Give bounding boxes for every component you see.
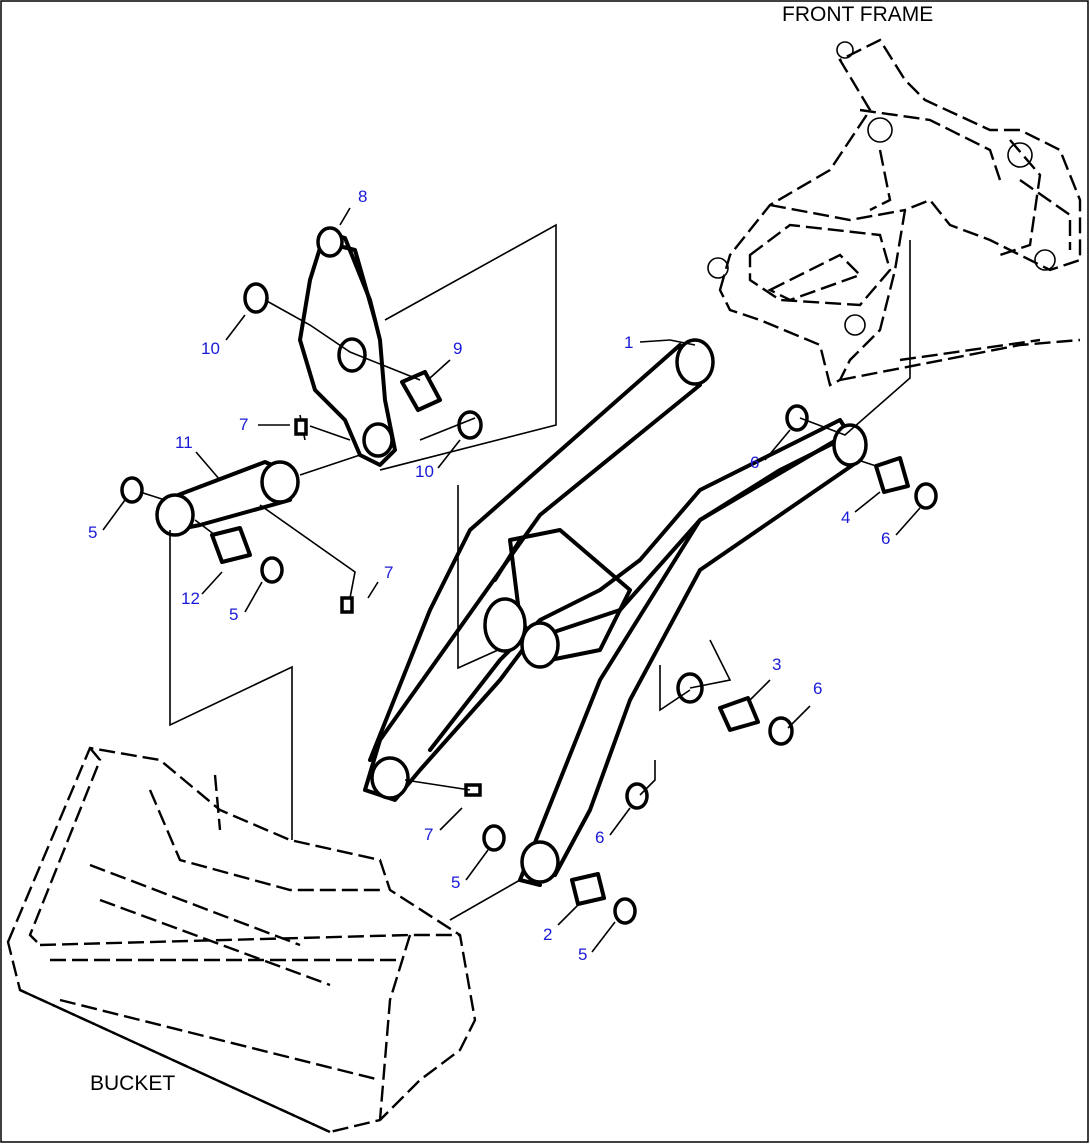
bell-crank-part-8 — [298, 226, 397, 467]
callout-5a: 5 — [88, 523, 97, 542]
callout-1: 1 — [624, 333, 633, 352]
callout-11: 11 — [175, 433, 193, 452]
callout-6b: 6 — [881, 529, 890, 548]
callout-12: 12 — [181, 589, 200, 608]
callout-6a: 6 — [750, 453, 759, 472]
callout-2: 2 — [543, 925, 552, 944]
callout-10b: 10 — [415, 462, 434, 481]
bucket-link-part-11 — [155, 460, 300, 537]
callout-leaders — [102, 207, 921, 953]
lift-arm-boom — [363, 338, 868, 887]
alignment-lines — [139, 223, 911, 921]
callout-6d: 6 — [595, 828, 604, 847]
callout-7b: 7 — [384, 563, 393, 582]
callout-3: 3 — [772, 655, 781, 674]
callout-9: 9 — [453, 339, 462, 358]
callout-7a: 7 — [239, 415, 248, 434]
callout-5b: 5 — [229, 605, 238, 624]
callout-8: 8 — [358, 187, 367, 206]
bucket-label: BUCKET — [90, 1072, 175, 1095]
callout-6c: 6 — [813, 679, 822, 698]
bucket-drawing — [6, 746, 477, 1134]
small-parts — [120, 282, 938, 925]
callout-5d: 5 — [578, 945, 587, 964]
front-frame-drawing — [707, 38, 1082, 387]
callout-4: 4 — [841, 508, 850, 527]
callout-10a: 10 — [201, 339, 220, 358]
callout-7c: 7 — [424, 825, 433, 844]
callout-5c: 5 — [451, 873, 460, 892]
front-frame-label: FRONT FRAME — [782, 3, 933, 26]
